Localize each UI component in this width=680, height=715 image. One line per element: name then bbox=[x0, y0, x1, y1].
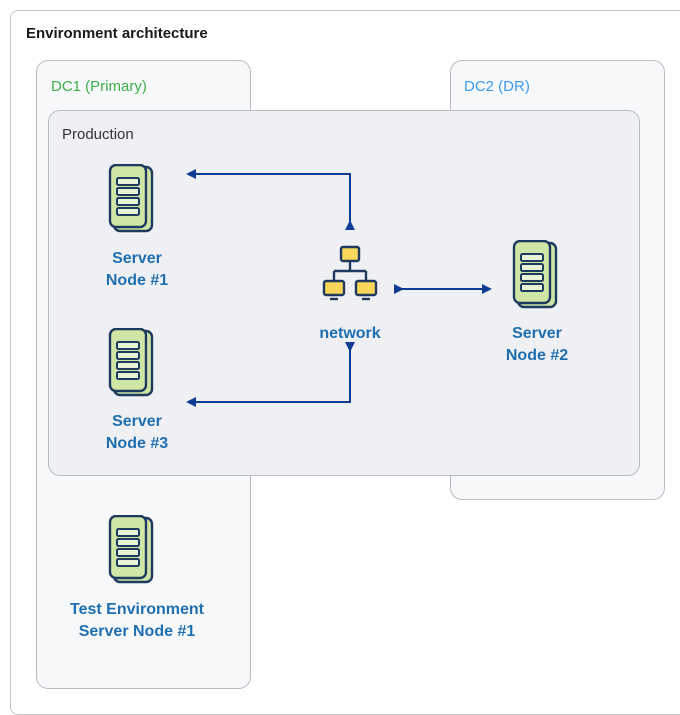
server-node-3-line2: Node #3 bbox=[105, 435, 169, 452]
server-node-2[interactable]: Server Node #2 bbox=[474, 323, 600, 367]
server-icon bbox=[512, 240, 558, 309]
production-label: Production bbox=[62, 126, 134, 143]
panel-title: Environment architecture bbox=[26, 25, 208, 42]
server-node-1-line1: Server bbox=[112, 250, 162, 267]
test-server-node-1-line2: Server Node #1 bbox=[78, 623, 196, 640]
server-node-3-line1: Server bbox=[112, 413, 162, 430]
server-node-2-line1: Server bbox=[512, 325, 562, 342]
network-node[interactable]: network bbox=[300, 323, 400, 345]
server-node-2-line2: Node #2 bbox=[505, 347, 569, 364]
test-server-node-1-line1: Test Environment bbox=[70, 601, 204, 618]
dc2-label: DC2 (DR) bbox=[464, 78, 530, 95]
network-label: network bbox=[319, 325, 381, 342]
network-icon bbox=[322, 245, 378, 301]
test-server-node-1[interactable]: Test Environment Server Node #1 bbox=[40, 599, 234, 643]
server-icon bbox=[108, 515, 154, 584]
server-icon bbox=[108, 328, 154, 397]
server-node-3[interactable]: Server Node #3 bbox=[74, 411, 200, 455]
server-node-1[interactable]: Server Node #1 bbox=[74, 248, 200, 292]
server-icon bbox=[108, 164, 154, 233]
dc1-label: DC1 (Primary) bbox=[51, 78, 147, 95]
server-node-1-line2: Node #1 bbox=[105, 272, 169, 289]
